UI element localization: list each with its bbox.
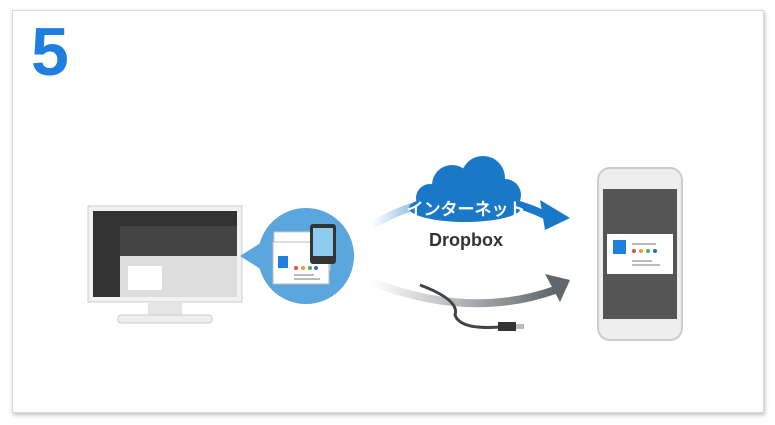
smartphone-icon (310, 224, 336, 264)
cloud-label: インターネット (407, 200, 526, 219)
step-number: 5 (31, 14, 69, 90)
usb-cable-icon (419, 283, 524, 331)
card-and-phone-bubble (240, 208, 354, 304)
arrow-icon (545, 274, 570, 302)
desktop-monitor-icon (87, 205, 243, 324)
cloud-icon: インターネット (407, 156, 526, 222)
cable-arrow (370, 278, 557, 308)
dropbox-label: Dropbox (429, 230, 503, 250)
arrow-icon (540, 200, 570, 230)
smartphone-icon (597, 167, 683, 341)
